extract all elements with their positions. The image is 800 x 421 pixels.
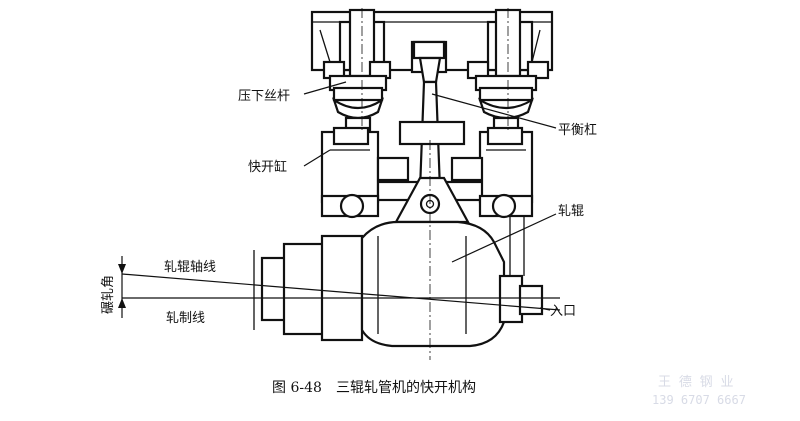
- fast-open-cylinders: [320, 120, 534, 204]
- figure-number: 图 6-48: [272, 380, 322, 396]
- roll-chocks: [320, 193, 534, 219]
- label-roll-angle: 碾轧角: [101, 275, 116, 314]
- figure-title: 三辊轧管机的快开机构: [336, 380, 476, 396]
- watermark-phone: 139 6707 6667: [652, 393, 746, 407]
- watermark-text: 王 德 钢 业: [658, 375, 733, 390]
- side-frame: [509, 216, 525, 276]
- leader-lines: [303, 81, 557, 311]
- label-balance-bar: 平衡杠: [558, 122, 597, 138]
- label-rolling-line: 轧制线: [166, 311, 205, 326]
- label-fast-open-cylinder: 快开缸: [248, 159, 287, 175]
- axis-lines: [121, 273, 561, 311]
- roll-angle-dimension: [118, 256, 126, 318]
- label-screw-down: 压下丝杆: [238, 89, 290, 104]
- center-lines: [361, 8, 509, 360]
- label-roll: 轧辊: [558, 204, 584, 219]
- right-screw-down-assembly: [466, 8, 550, 134]
- label-entry: 入口: [550, 304, 576, 319]
- label-roll-axis: 轧辊轴线: [164, 260, 216, 275]
